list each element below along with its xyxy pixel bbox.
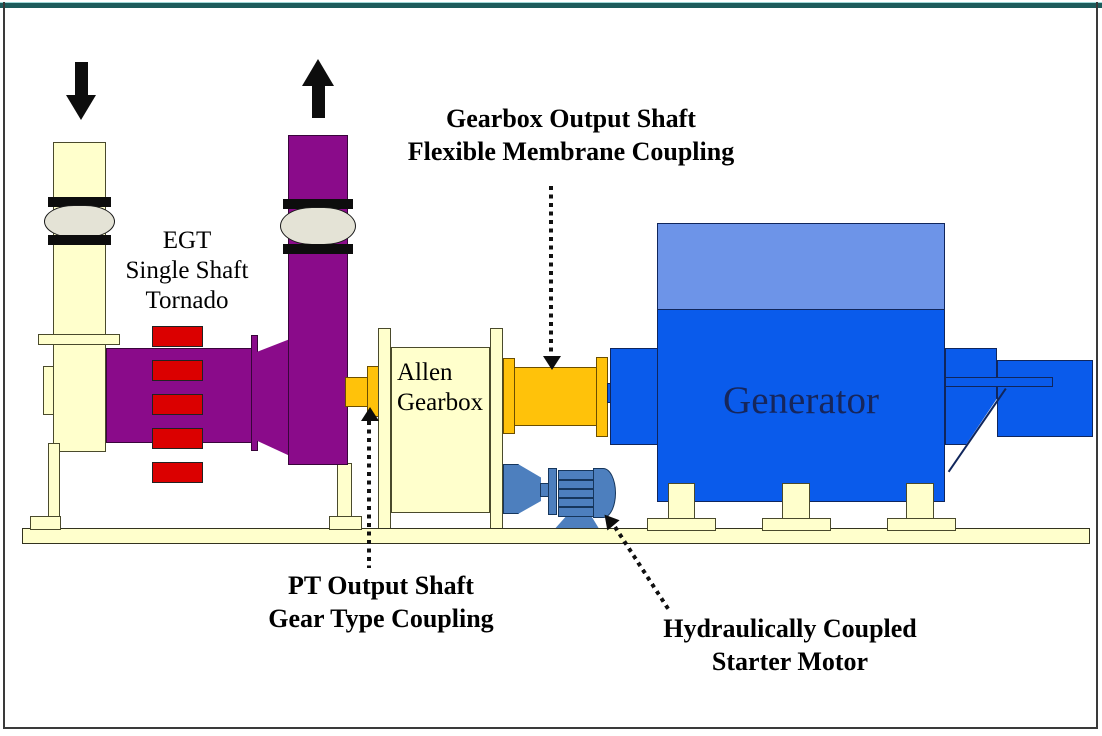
egt-label-line1: EGT [162, 227, 212, 254]
combustor-section [152, 326, 203, 484]
pt-output-coupling-label: PT Output Shaft Gear Type Coupling [230, 569, 532, 635]
gearbox-output-coupling-callout-arrowhead [543, 356, 561, 370]
gearbox-label: Allen Gearbox [397, 358, 487, 418]
generator-foot-2 [762, 483, 831, 531]
gearbox-label-line2: Gearbox [397, 389, 484, 416]
generator-exciter [997, 360, 1093, 437]
egt-label-line3: Tornado [145, 287, 229, 314]
exhaust-outlet-arrow-icon [302, 59, 334, 118]
pt-output-shaft [345, 377, 369, 407]
generator-foot-3 [887, 483, 956, 531]
pt-output-coupling-label-line1: PT Output Shaft [288, 571, 474, 600]
generator-foot-1 [647, 483, 716, 531]
slide-border-bottom [3, 727, 1098, 729]
generator-body [657, 309, 945, 502]
gearbox-output-coupling-label-line1: Gearbox Output Shaft [446, 104, 696, 133]
egt-label-line2: Single Shaft [125, 257, 249, 284]
pt-output-coupling-label-line2: Gear Type Coupling [268, 604, 494, 633]
starter-coupling-block [503, 464, 519, 514]
gearbox-left-pillar [378, 328, 391, 532]
slide-border-left [3, 2, 5, 729]
exhaust-joint-upper-band [283, 199, 353, 209]
output-coupling-spacer [514, 367, 597, 426]
generator-label: Generator [723, 379, 879, 422]
slide-border-right [1096, 2, 1098, 729]
turbine-foot-pad [329, 516, 362, 530]
generator-top-housing [657, 223, 945, 311]
pt-coupling-callout-arrowhead [361, 407, 379, 421]
generator-exciter-shaft-bar [945, 377, 1053, 387]
intake-duct-tab [43, 366, 54, 415]
starter-motor-body [558, 470, 594, 517]
egt-turbine-label: EGT Single Shaft Tornado [102, 226, 272, 316]
intake-foot-pad [30, 516, 61, 530]
starter-end-cap [593, 468, 616, 518]
gearbox-output-coupling-label: Gearbox Output Shaft Flexible Membrane C… [390, 102, 752, 168]
starter-motor-label-line2: Starter Motor [711, 647, 869, 676]
starter-pedestal [552, 515, 601, 532]
starter-flange [548, 468, 557, 515]
starter-coupling-cone [518, 464, 541, 514]
baseplate [22, 528, 1090, 544]
gearbox-output-coupling-callout-line [549, 186, 553, 356]
exhaust-expansion-joint [280, 207, 356, 245]
generator-nde-block [945, 348, 997, 445]
pt-coupling-callout-line [367, 421, 371, 568]
exhaust-diffuser-cone [257, 339, 290, 456]
intake-duct-flange [38, 334, 120, 345]
gearbox-output-coupling-label-line2: Flexible Membrane Coupling [407, 137, 735, 166]
intake-expansion-joint [44, 205, 115, 238]
generator-drive-end-block [610, 348, 658, 445]
slide-top-bar [0, 2, 1102, 8]
intake-joint-lower-band [48, 235, 111, 245]
starter-motor-label-line1: Hydraulically Coupled [663, 614, 917, 643]
air-inlet-arrow-icon [66, 62, 96, 120]
exhaust-joint-lower-band [283, 244, 353, 254]
starter-motor [500, 460, 620, 535]
starter-motor-label: Hydraulically Coupled Starter Motor [610, 612, 970, 678]
exhaust-stack [288, 135, 348, 465]
turbine-flange-disc [251, 335, 258, 451]
intake-joint-upper-band [48, 197, 111, 207]
intake-duct [53, 142, 106, 452]
gearbox-label-line1: Allen [397, 359, 453, 386]
gearbox-housing [391, 347, 490, 513]
